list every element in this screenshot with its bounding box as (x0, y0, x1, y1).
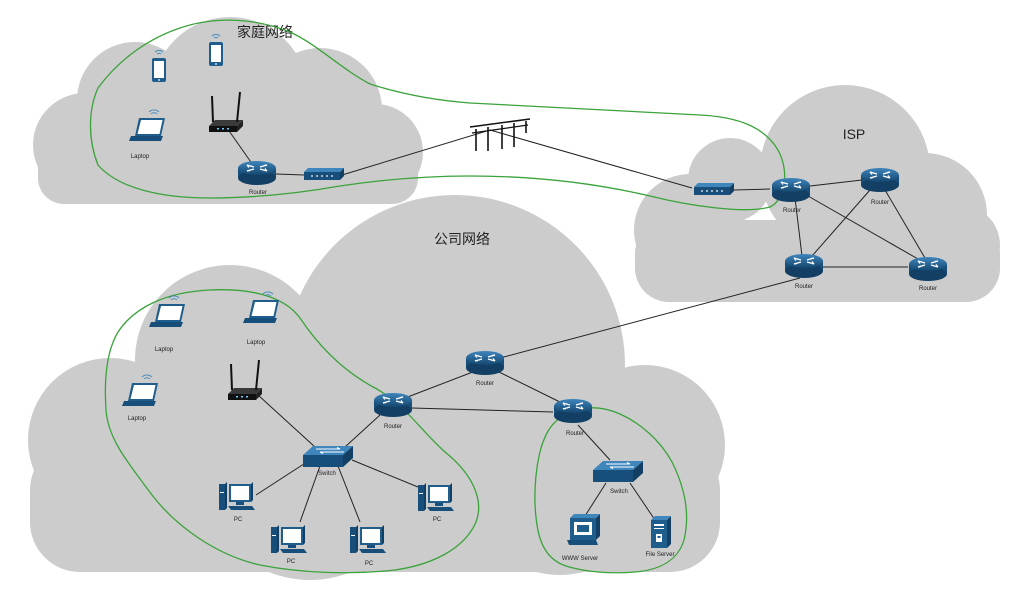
company-pc-3[interactable]: PC (350, 525, 386, 567)
company-laptop-3-label: Laptop (128, 416, 147, 422)
company-laptop-1[interactable]: Laptop (148, 295, 186, 353)
isp-router-bottom[interactable]: Router (784, 253, 824, 290)
link-isp-modem-router (733, 188, 771, 191)
company-network-title: 公司网络 (434, 232, 490, 248)
link-c-router-switch2 (577, 424, 611, 461)
company-switch-left-label: Switch (318, 471, 336, 477)
company-router-right[interactable]: Router (553, 398, 593, 437)
company-router-right-label: Router (566, 431, 584, 437)
home-network-title: 家庭网络 (237, 24, 293, 41)
company-server-zone-outline (534, 407, 688, 574)
company-laptop-2[interactable]: Laptop (242, 291, 280, 346)
modem-icon (304, 168, 344, 180)
router-icon (373, 392, 413, 418)
company-router-center[interactable]: Router (465, 350, 505, 387)
home-network-cloud (33, 17, 423, 204)
network-links (226, 127, 926, 523)
company-pc-4[interactable]: PC (418, 483, 454, 523)
link-isp-r2-r4 (884, 189, 926, 259)
link-c-center-right (494, 369, 563, 404)
company-router-center-label: Router (476, 381, 494, 387)
telephone-pole-icon (469, 118, 531, 152)
file-server-label: File Server (645, 552, 674, 558)
link-c-switch2-file (629, 482, 656, 521)
link-isp-r1-r4 (807, 195, 926, 264)
router-icon (237, 160, 277, 186)
router-icon (784, 253, 824, 279)
isp-cloud (634, 85, 1000, 302)
link-c-center-left (404, 369, 479, 399)
www-server-label: WWW Server (562, 556, 598, 562)
link-isp-r1-r2 (809, 179, 863, 187)
link-isp-r2-r3 (811, 189, 871, 257)
company-file-server[interactable]: File Server (645, 516, 675, 558)
company-pc-1-label: PC (234, 517, 243, 523)
link-home-router-modem (275, 173, 305, 176)
company-office-zone-outline (104, 289, 480, 574)
switch-icon (592, 460, 644, 483)
link-c-switch-pc3 (337, 465, 361, 523)
switch-icon (302, 445, 354, 468)
isp-router-right[interactable]: Router (860, 167, 900, 206)
link-home-ap-router (226, 127, 254, 166)
isp-router-right-label: Router (871, 200, 889, 206)
company-www-server[interactable]: WWW Server (562, 514, 600, 562)
router-icon (908, 256, 948, 282)
company-pc-1[interactable]: PC (219, 482, 255, 523)
isp-router-top[interactable]: Router (771, 177, 811, 214)
company-switch-right-label: Switch (610, 489, 628, 495)
link-c-switch-pc1 (255, 459, 311, 496)
company-laptop-1-label: Laptop (155, 347, 174, 353)
link-c-switch-pc4 (351, 459, 419, 488)
router-icon (465, 350, 505, 376)
isp-router-bottom-label: Router (795, 284, 813, 290)
company-pc-4-label: PC (433, 517, 442, 523)
file-server-icon (651, 516, 671, 548)
isp-router-top-label: Router (783, 208, 801, 214)
link-c-switch-pc2 (299, 465, 321, 523)
company-laptop-2-label: Laptop (247, 340, 266, 346)
company-router-left-label: Router (384, 424, 402, 430)
isp-title: ISP (843, 126, 866, 142)
router-icon (553, 398, 593, 424)
router-icon (771, 177, 811, 203)
company-pc-2-label: PC (287, 559, 296, 565)
company-router-left[interactable]: Router (373, 392, 413, 430)
company-pc-3-label: PC (365, 561, 374, 567)
company-laptop-3[interactable]: Laptop (121, 374, 159, 422)
home-router[interactable]: Router (237, 160, 277, 196)
modem-icon (694, 183, 734, 195)
router-icon (860, 167, 900, 193)
company-switch-left[interactable]: Switch (302, 445, 354, 477)
link-isp-company (499, 277, 801, 359)
link-c-switch2-www (584, 482, 607, 517)
link-isp-r1-r3 (794, 197, 803, 257)
home-laptop[interactable]: Laptop (128, 109, 166, 160)
link-c-left-right (411, 407, 554, 413)
isp-router-far[interactable]: Router (908, 256, 948, 292)
www-server-icon (567, 514, 600, 545)
home-laptop-label: Laptop (131, 154, 150, 160)
link-c-ap-switch (257, 394, 316, 448)
isp-router-far-label: Router (919, 286, 937, 292)
company-switch-right[interactable]: Switch (592, 460, 644, 495)
home-router-label: Router (249, 190, 267, 196)
link-c-router-switch (344, 414, 381, 448)
company-pc-2[interactable]: PC (271, 525, 307, 565)
